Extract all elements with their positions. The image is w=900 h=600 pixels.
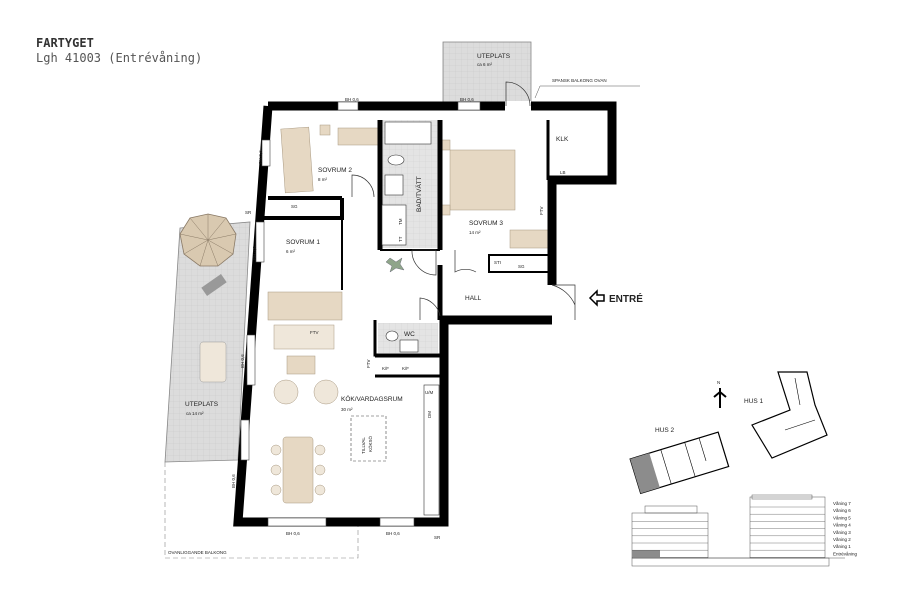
room-sovrum2-area: 8 m² — [318, 177, 328, 182]
optional-kitchen-island — [350, 415, 387, 462]
bh-label: BH 0,6 — [231, 474, 236, 488]
room-kok: KÖK/VARDAGSRUM — [341, 395, 403, 403]
um-label: U/M — [425, 390, 434, 395]
sti-label: STI — [494, 260, 501, 265]
terrace-top-label: UTEPLATS — [477, 53, 511, 60]
terrace-top: UTEPLATS ca 6 m² — [442, 41, 532, 106]
apartment-subtitle: Lgh 41003 (Entrévåning) — [36, 51, 203, 65]
floor-label: Våning 2 — [833, 536, 851, 542]
kf-label: K/F — [382, 366, 389, 371]
bh-label: BH 0,6 — [286, 531, 300, 536]
tt-label: TT — [398, 236, 403, 242]
project-title: FARTYGET — [36, 36, 94, 50]
tm-label: TM — [398, 218, 403, 225]
ftv-label: FTV — [539, 207, 544, 216]
kf-label: K/F — [402, 366, 409, 371]
room-sovrum3: SOVRUM 3 — [469, 220, 503, 227]
sr-label: SR — [434, 535, 441, 540]
floor-label: Våning 1 — [833, 543, 851, 549]
room-kok-area: 30 m² — [341, 407, 353, 412]
spansk-balkong-label: SPANSK BALKONG OVAN — [552, 78, 607, 83]
chairs — [270, 444, 326, 496]
balcony-above-label: OVANLIGGANDE BALKONG — [168, 550, 227, 555]
room-sovrum3-area: 14 m² — [469, 230, 481, 235]
furniture — [267, 124, 549, 504]
room-hall: HALL — [465, 295, 482, 302]
parasol-icon — [179, 213, 237, 296]
hus1-label: HUS 1 — [744, 398, 764, 405]
hus2-label: HUS 2 — [655, 427, 675, 434]
island-label-1: TILLVAL — [361, 437, 366, 454]
ftv-label: FTV — [310, 330, 319, 335]
room-bad: BAD/TVÄTT — [415, 176, 423, 212]
dm-label: DM — [427, 411, 432, 418]
bh-label: BH 0,6 — [386, 531, 400, 536]
ftv-label: FTV — [366, 360, 371, 369]
elevation-floor-lines — [632, 506, 825, 558]
north-arrow-icon — [713, 388, 727, 408]
island-label-2: KÖKSÖ — [367, 435, 373, 452]
floor-label: Våning 3 — [833, 529, 851, 535]
terrace-top-area: ca 6 m² — [477, 62, 493, 67]
room-labels: SOVRUM 2 8 m² SOVRUM 1 6 m² SOVRUM 3 14 … — [286, 136, 569, 412]
terrace-left-area: ca 14 m² — [186, 411, 204, 416]
sg-label: SG — [518, 264, 525, 269]
bh-label: BH 0,6 — [240, 354, 245, 368]
room-lb: LB — [560, 170, 566, 175]
plant-icon — [385, 257, 405, 273]
room-wc: WC — [404, 331, 415, 338]
sr-label: SR — [245, 210, 252, 215]
key-map: N HUS 1 HUS 2 — [629, 371, 828, 495]
north-label: N — [717, 380, 720, 385]
terrace-left-label: UTEPLATS — [185, 401, 219, 408]
bathroom-fixtures — [381, 121, 440, 516]
bh-label: BH 0,6 — [252, 246, 257, 260]
entrance-arrow-icon — [588, 289, 605, 307]
building-elevation — [631, 494, 845, 567]
balcony-above-outline: OVANLIGGANDE BALKONG — [164, 462, 359, 559]
floor-label: Våning 5 — [833, 514, 851, 520]
hus2-plan — [629, 431, 730, 495]
bh-label: BH 0,6 — [258, 150, 263, 164]
terrace-table — [199, 341, 227, 383]
floor-label: Entrévåning — [833, 550, 858, 556]
floor-label: Våning 7 — [833, 500, 851, 506]
annotations: BH 0,6 BH 0,6 BH 0,6 BH 0,6 BH 0,6 BH 0,… — [231, 78, 640, 540]
room-sovrum2: SOVRUM 2 — [318, 167, 352, 174]
doors — [351, 81, 576, 320]
room-sovrum1-area: 6 m² — [286, 249, 296, 254]
windows — [240, 101, 481, 527]
entrance-label: ENTRÉ — [609, 292, 643, 305]
bh-label: BH 0,6 — [460, 97, 474, 102]
sg-label: SG — [291, 204, 298, 209]
hus1-plan — [751, 371, 828, 459]
terrace-left: UTEPLATS ca 14 m² — [164, 213, 251, 463]
highlighted-floor — [632, 550, 660, 557]
bh-label: BH 0,6 — [345, 97, 359, 102]
floor-label: Våning 4 — [833, 522, 851, 528]
room-klk: KLK — [556, 136, 569, 143]
entrance: ENTRÉ — [588, 289, 643, 307]
floor-label: Våning 6 — [833, 507, 851, 513]
room-sovrum1: SOVRUM 1 — [286, 239, 320, 246]
